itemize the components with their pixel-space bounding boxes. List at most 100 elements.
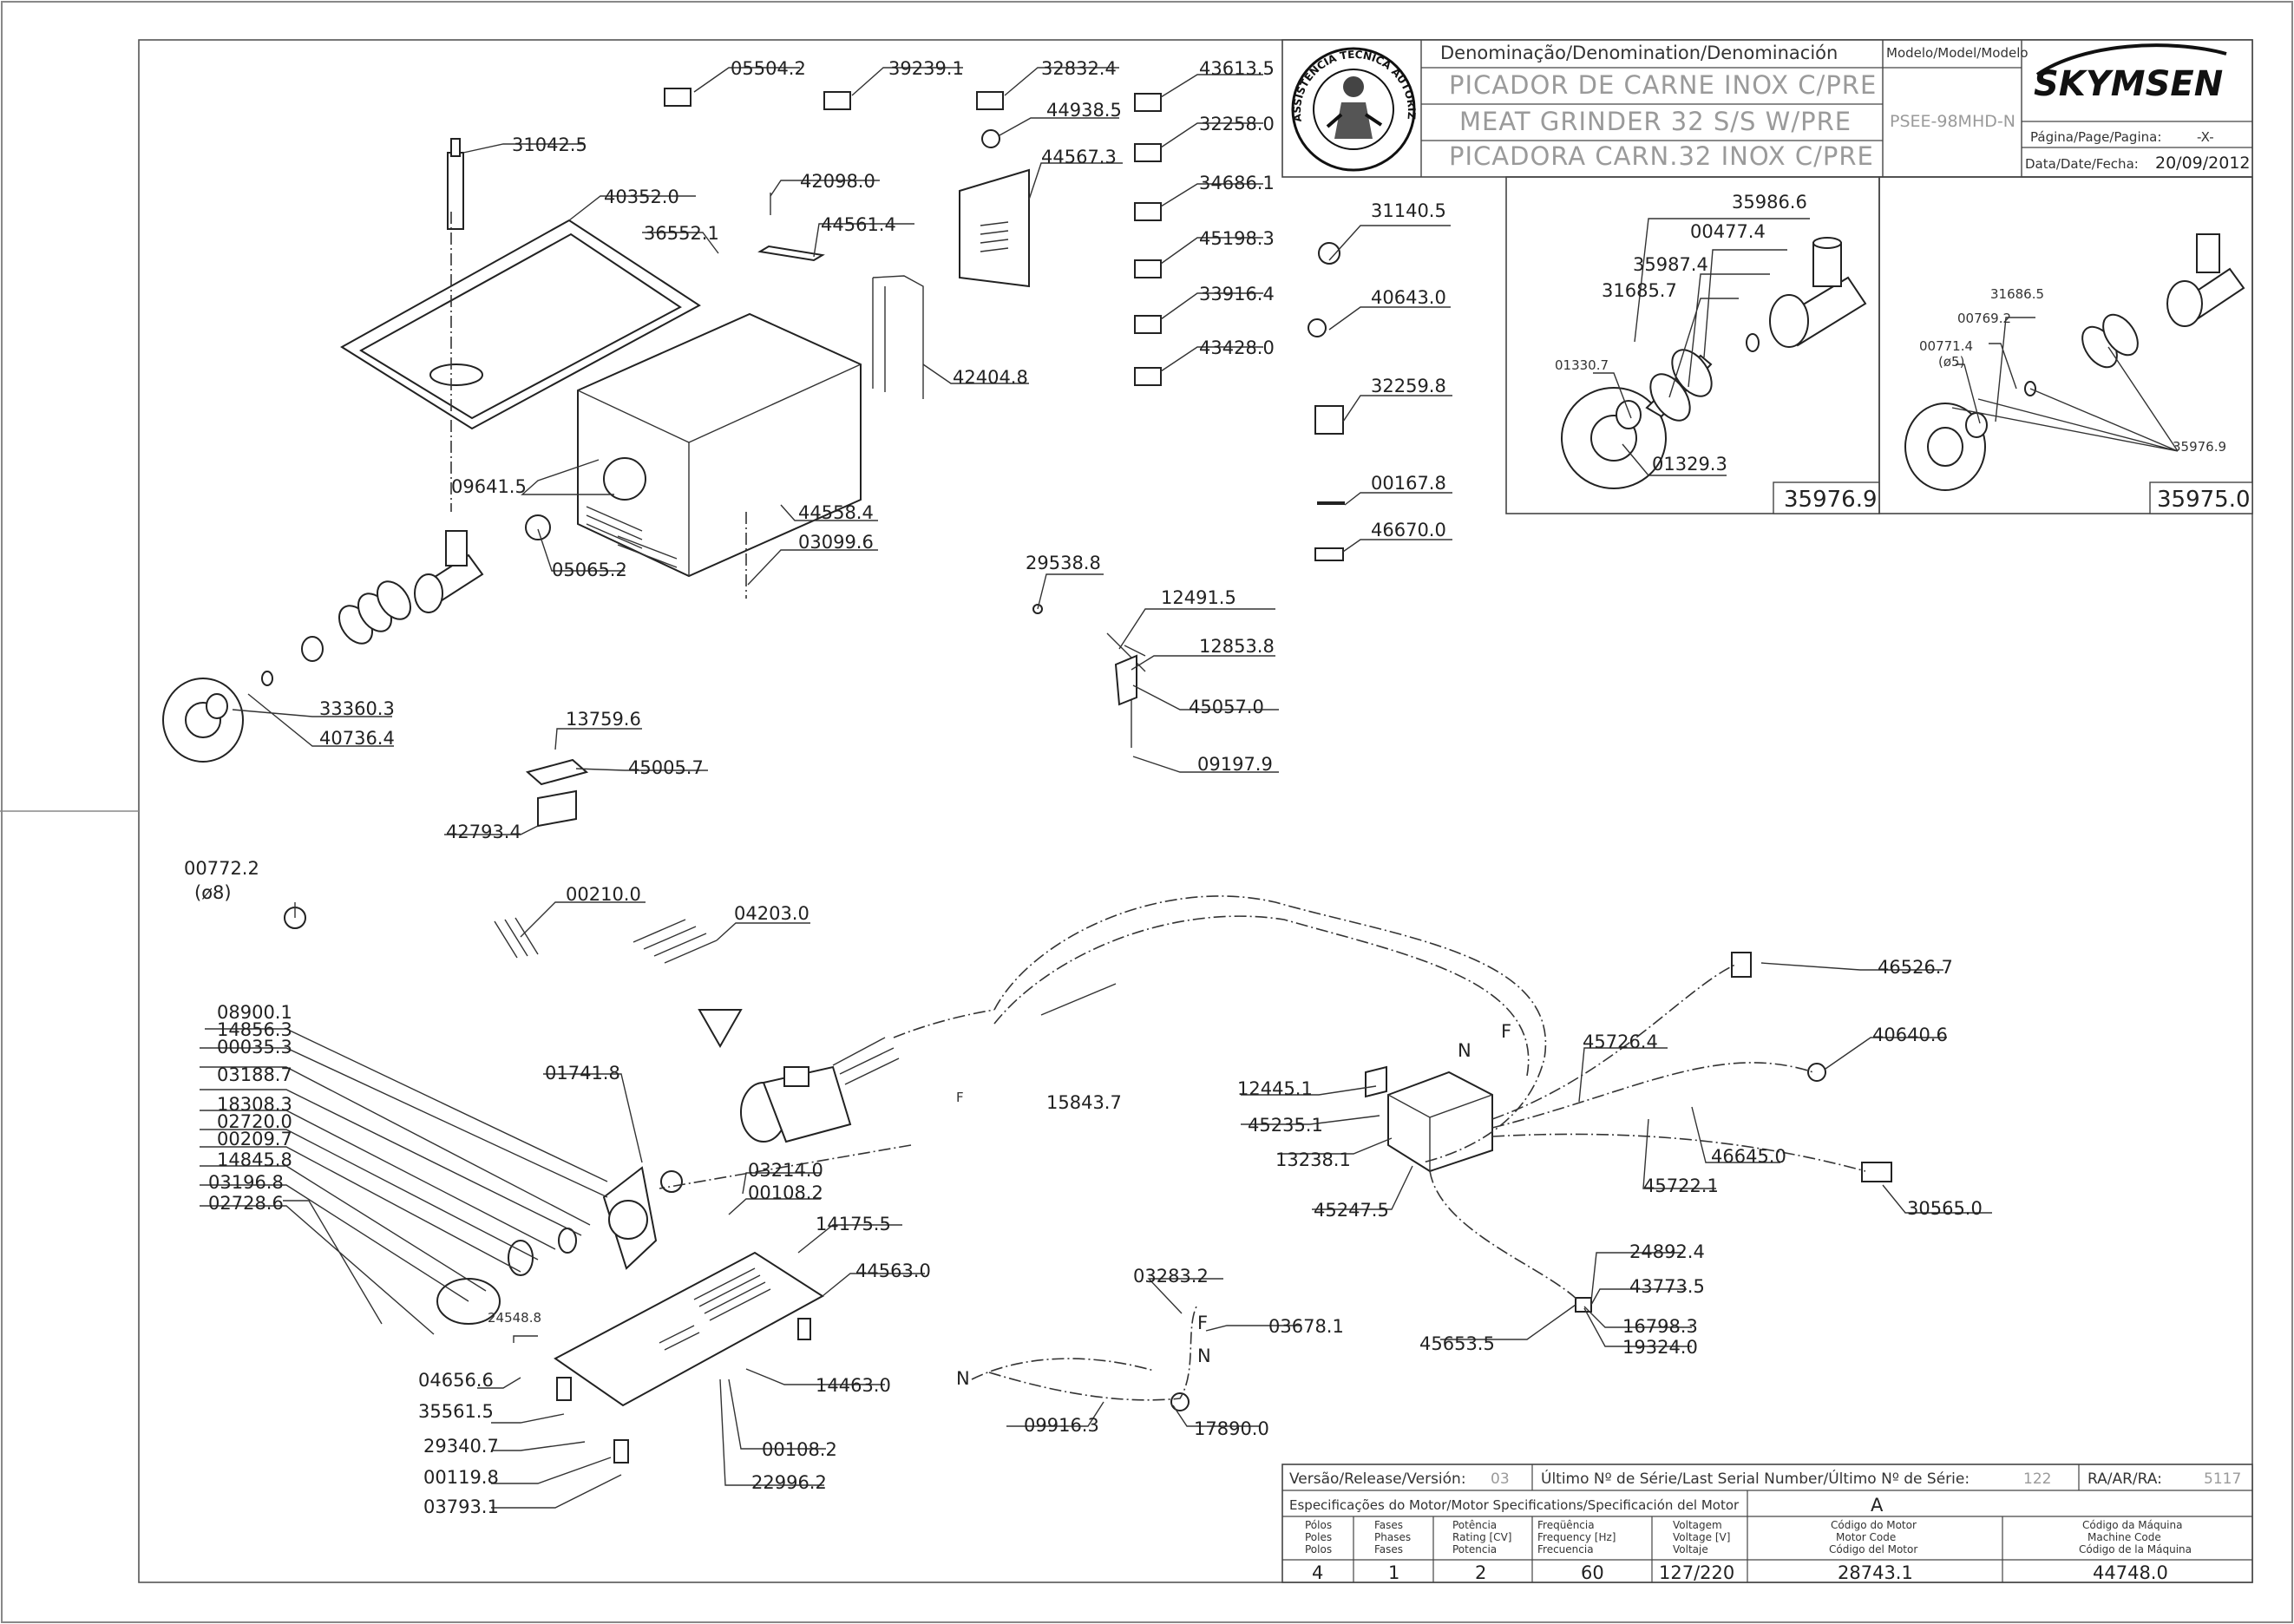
- val-freq: 60: [1581, 1562, 1604, 1583]
- callout-14856-3: 14856.3: [217, 1019, 292, 1040]
- product-name-en: MEAT GRINDER 32 S/S W/PRE: [1459, 107, 1852, 136]
- callout-01741-8: 01741.8: [545, 1063, 620, 1084]
- svg-text:Voltage [V]: Voltage [V]: [1673, 1531, 1730, 1543]
- callout-00108-2-b: 00108.2: [762, 1439, 837, 1460]
- svg-text:Fases: Fases: [1374, 1519, 1403, 1531]
- callout-35986-6: 35986.6: [1732, 192, 1807, 213]
- col-machine-header: Código da Máquina Machine Code Código de…: [2079, 1519, 2192, 1555]
- kit2-code: 35975.0: [2157, 487, 2251, 513]
- val-phases: 1: [1388, 1562, 1399, 1583]
- part-shapes: [162, 88, 1892, 1464]
- callout-31042-5: 31042.5: [512, 134, 587, 155]
- col-poles-l3: Polos: [1305, 1543, 1332, 1555]
- callout-12853-8: 12853.8: [1199, 636, 1275, 657]
- callout-05065-2: 05065.2: [552, 560, 627, 580]
- callout-00210-0: 00210.0: [566, 884, 641, 905]
- callout-45247-5: 45247.5: [1314, 1200, 1389, 1221]
- note-f-switch: F: [1501, 1021, 1511, 1042]
- motor-spec-label: Especificações do Motor/Motor Specificat…: [1289, 1497, 1740, 1513]
- callout-04656-6: 04656.6: [418, 1370, 494, 1391]
- callout-46526-7: 46526.7: [1878, 957, 1953, 978]
- note-diam8: (ø8): [194, 882, 232, 903]
- callout-05504-2: 05504.2: [731, 58, 806, 79]
- col-phases-header: Fases Phases Fases: [1374, 1519, 1411, 1555]
- callout-45722-1: 45722.1: [1643, 1175, 1719, 1196]
- svg-text:Frecuencia: Frecuencia: [1537, 1543, 1594, 1555]
- callout-18308-3: 18308.3: [217, 1094, 292, 1115]
- svg-text:Voltaje: Voltaje: [1673, 1543, 1708, 1555]
- callout-30565-0: 30565.0: [1907, 1198, 1983, 1219]
- callout-45653-5: 45653.5: [1419, 1333, 1495, 1354]
- leader-lines: [200, 67, 2035, 1509]
- callout-44561-4: 44561.4: [821, 214, 896, 235]
- drawing-frame: [138, 39, 2253, 1583]
- model-value: PSEE-98MHD-N: [1890, 112, 2015, 131]
- callout-46670-0: 46670.0: [1371, 520, 1446, 540]
- val-poles: 4: [1312, 1562, 1323, 1583]
- callout-00771-4: 00771.4: [1919, 338, 1973, 354]
- svg-text:Código de la Máquina: Código de la Máquina: [2079, 1543, 2192, 1555]
- brand-logo: SKYMSEN: [2034, 64, 2223, 104]
- date-label: Data/Date/Fecha:: [2025, 156, 2139, 172]
- callout-43613-5: 43613.5: [1199, 58, 1275, 79]
- callout-42404-8: 42404.8: [953, 367, 1028, 388]
- callout-45726-4: 45726.4: [1583, 1031, 1658, 1052]
- brand-swoosh: [2035, 43, 2227, 76]
- callout-42793-4: 42793.4: [446, 822, 521, 842]
- callout-33360-3: 33360.3: [319, 698, 395, 719]
- callout-32832-4: 32832.4: [1041, 58, 1117, 79]
- callout-labels: 05504.2 39239.1 32832.4 43613.5 44938.5 …: [184, 58, 2226, 1517]
- callout-31686-5: 31686.5: [1990, 286, 2044, 302]
- motor-code-letter: A: [1871, 1495, 1884, 1516]
- note-f-left: F: [956, 1090, 964, 1105]
- callout-24548-8: 24548.8: [488, 1310, 541, 1326]
- callout-35561-5: 35561.5: [418, 1401, 494, 1422]
- svg-text:Fases: Fases: [1374, 1543, 1403, 1555]
- authorized-service-seal: ASSISTÊNCIA TÉCNICA AUTORIZADA: [0, 0, 1418, 172]
- col-volt-header: Voltagem Voltage [V] Voltaje: [1673, 1519, 1730, 1555]
- kit-inset-2: 35975.0: [1878, 176, 2253, 514]
- svg-text:Código del Motor: Código del Motor: [1829, 1543, 1917, 1555]
- callout-00769-2: 00769.2: [1957, 311, 2011, 326]
- ra-label: RA/AR/RA:: [2088, 1470, 2162, 1488]
- note-diam5: (ø5): [1938, 354, 1964, 370]
- product-name-es: PICADORA CARN.32 INOX C/PRE: [1449, 141, 1874, 171]
- callout-15843-7: 15843.7: [1046, 1092, 1122, 1113]
- callout-32259-8: 32259.8: [1371, 376, 1446, 396]
- callout-39239-1: 39239.1: [888, 58, 964, 79]
- kit-inset-1: 35976.9: [1505, 176, 1880, 514]
- callout-00035-3: 00035.3: [217, 1037, 292, 1058]
- callout-00772-2: 00772.2: [184, 858, 259, 879]
- kit1-code: 35976.9: [1784, 487, 1878, 513]
- callout-44563-0: 44563.0: [855, 1261, 931, 1281]
- release-value: 03: [1491, 1470, 1510, 1488]
- svg-text:Código do Motor: Código do Motor: [1831, 1519, 1917, 1531]
- callout-00108-2-a: 00108.2: [748, 1182, 823, 1203]
- spec-table: Versão/Release/Versión: 03 Último Nº de …: [1281, 1464, 2253, 1583]
- callout-03678-1: 03678.1: [1268, 1316, 1344, 1337]
- callout-22996-2: 22996.2: [751, 1472, 827, 1493]
- callout-13238-1: 13238.1: [1275, 1149, 1351, 1170]
- callout-14845-8: 14845.8: [217, 1149, 292, 1170]
- callout-00477-4: 00477.4: [1690, 221, 1766, 242]
- page-label: Página/Page/Pagina:: [2030, 129, 2161, 145]
- callout-45235-1: 45235.1: [1248, 1115, 1323, 1136]
- callout-35987-4: 35987.4: [1633, 254, 1708, 275]
- note-n-switch: N: [1458, 1040, 1471, 1061]
- note-n-mid: N: [1197, 1346, 1211, 1366]
- callout-03188-7: 03188.7: [217, 1064, 292, 1085]
- svg-text:Freqüência: Freqüência: [1537, 1519, 1595, 1531]
- page-value: -X-: [2197, 129, 2214, 145]
- callout-35976-9: 35976.9: [2173, 439, 2226, 455]
- callout-36552-1: 36552.1: [644, 223, 719, 244]
- svg-text:Voltagem: Voltagem: [1673, 1519, 1722, 1531]
- callout-03196-8: 03196.8: [208, 1172, 284, 1193]
- title-block: Denominação/Denomination/Denominación PI…: [0, 0, 2253, 178]
- col-poles-l1: Pólos: [1305, 1519, 1332, 1531]
- callout-19324-0: 19324.0: [1622, 1337, 1698, 1358]
- note-f-mid: F: [1197, 1313, 1208, 1333]
- callout-40640-6: 40640.6: [1872, 1025, 1948, 1045]
- serial-value: 122: [2023, 1470, 2051, 1488]
